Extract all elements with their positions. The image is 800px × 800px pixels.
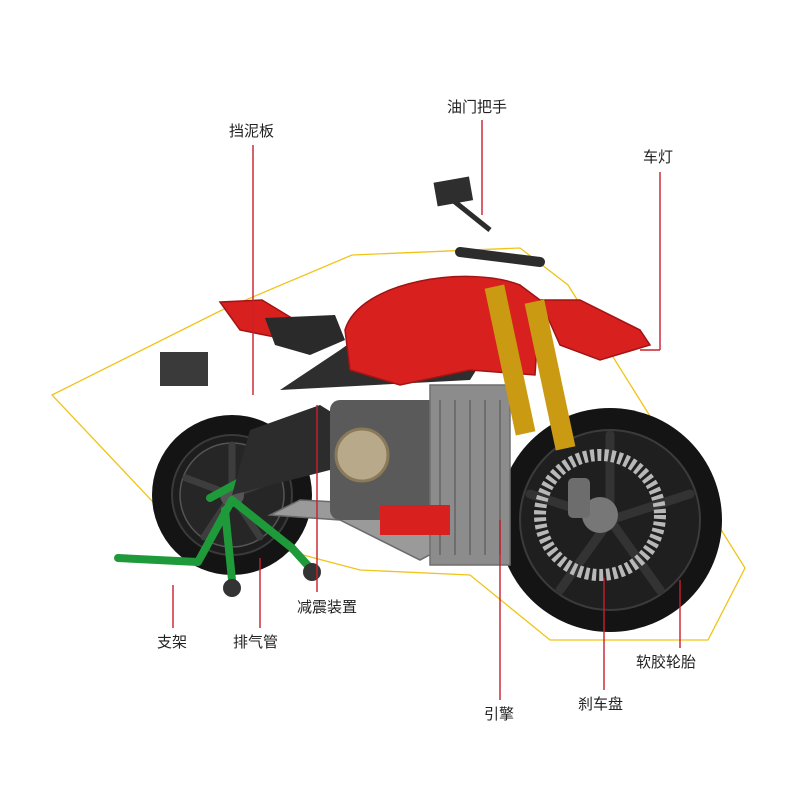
brake-disc: [534, 449, 666, 581]
label-brake-disc: 刹车盘: [578, 695, 624, 713]
label-tire: 软胶轮胎: [636, 653, 697, 671]
label-throttle: 油门把手: [447, 98, 508, 116]
label-suspension: 减震装置: [297, 598, 358, 616]
outline-polygon: [50, 247, 746, 641]
front-forks: [484, 284, 576, 451]
engine-block: [330, 384, 511, 566]
label-exhaust: 排气管: [233, 633, 279, 651]
label-stand: 支架: [157, 633, 188, 651]
label-headlight: 车灯: [643, 148, 674, 166]
label-fender: 挡泥板: [229, 122, 275, 140]
leader-lines: [172, 120, 681, 700]
front-wheel: [498, 408, 722, 632]
label-engine: 引擎: [484, 705, 515, 723]
